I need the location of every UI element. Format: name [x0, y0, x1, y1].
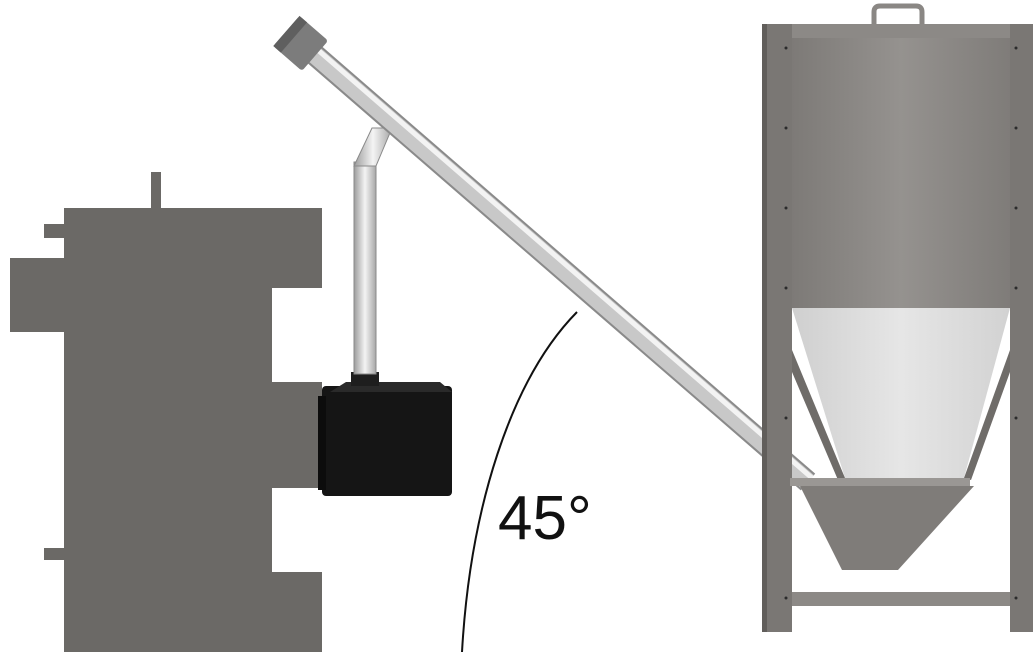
hopper: [762, 3, 1033, 632]
angle-arc: [461, 311, 578, 652]
boiler-flue-stub: [151, 172, 161, 210]
hopper-discharge-lip: [790, 478, 970, 486]
auger-tube-highlight: [302, 36, 814, 480]
burner-inlet-collar: [351, 372, 379, 386]
hopper-boot: [800, 486, 974, 570]
burner-side-panel: [318, 396, 326, 490]
angle-label: 45°: [498, 484, 592, 553]
hopper-handle: [871, 3, 925, 26]
auger: [273, 15, 816, 491]
burner-top: [330, 382, 452, 392]
auger-cap: [273, 15, 327, 70]
hopper-funnel-right-wall: [964, 350, 1010, 480]
burner: [318, 372, 452, 496]
boiler: [10, 172, 322, 652]
hopper-lid: [762, 24, 1033, 38]
hopper-crossbar: [792, 592, 1010, 606]
hopper-body: [792, 38, 1010, 308]
drop-tube-elbow: [353, 127, 393, 167]
hopper-leg-left-edge: [762, 24, 767, 632]
hopper-rivets: [784, 46, 1018, 600]
hopper-leg-right: [1010, 24, 1033, 632]
hopper-funnel-left-wall: [792, 350, 845, 480]
drop-tube-pipe: [353, 161, 377, 375]
boiler-body: [10, 208, 322, 652]
drop-tube: [353, 127, 393, 375]
burner-body: [322, 386, 452, 496]
auger-tube: [294, 35, 814, 489]
hopper-pellets: [792, 308, 1010, 478]
